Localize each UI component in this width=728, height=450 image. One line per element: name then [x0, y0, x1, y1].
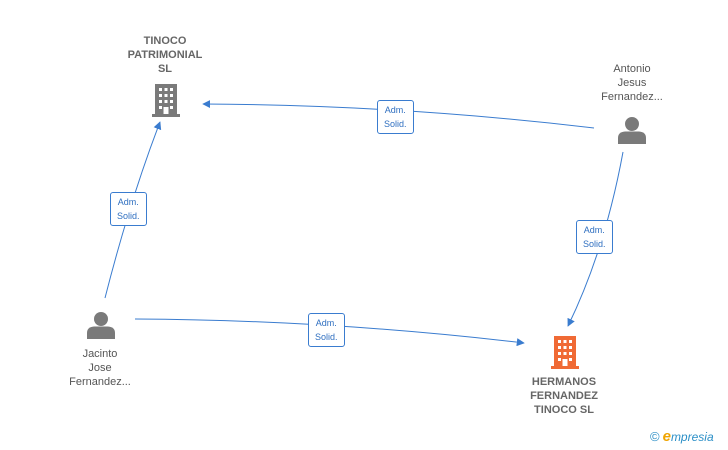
edge-label-jacinto-tinoco: Adm. Solid. — [110, 192, 147, 226]
brand-name: mpresia — [670, 430, 714, 444]
node-label-tinoco-patrimonial[interactable]: TINOCO PATRIMONIAL SL — [127, 35, 203, 75]
node-label-antonio[interactable]: Antonio Jesus Fernandez... — [601, 63, 663, 103]
copyright-symbol: © — [650, 429, 660, 444]
person-icon[interactable] — [618, 117, 646, 144]
building-icon[interactable] — [152, 84, 180, 117]
person-icon[interactable] — [87, 312, 115, 339]
brand-initial: e — [662, 428, 671, 445]
building-icon[interactable] — [551, 336, 579, 369]
edge-label-antonio-tinoco: Adm. Solid. — [377, 100, 414, 134]
edge-label-jacinto-hermanos: Adm. Solid. — [308, 313, 345, 347]
edge-label-antonio-hermanos: Adm. Solid. — [576, 220, 613, 254]
node-label-jacinto[interactable]: Jacinto Jose Fernandez... — [69, 348, 131, 388]
node-label-hermanos-fernandez[interactable]: HERMANOS FERNANDEZ TINOCO SL — [530, 376, 598, 416]
empresia-logo: ©empresia — [650, 428, 714, 445]
